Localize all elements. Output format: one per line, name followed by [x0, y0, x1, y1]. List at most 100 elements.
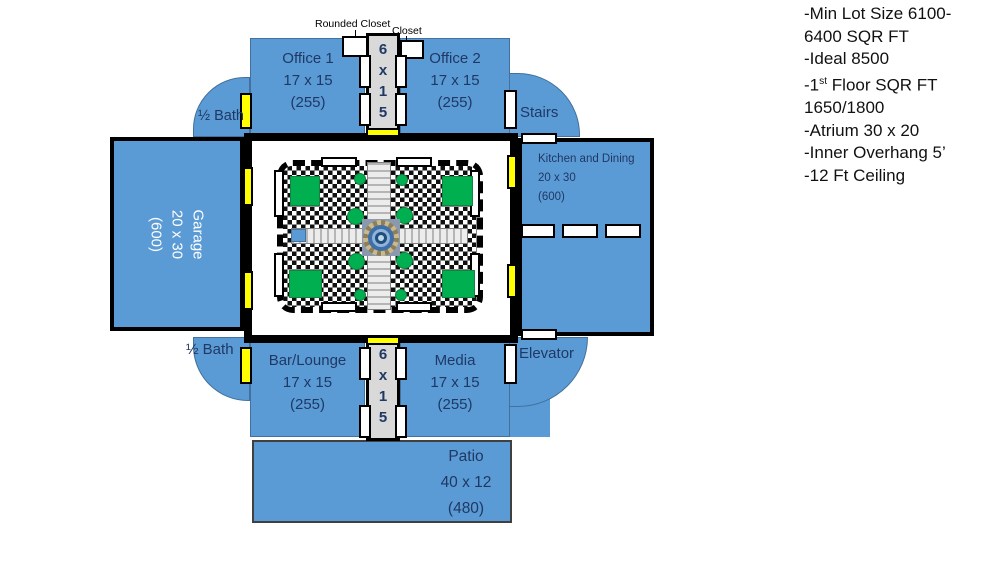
elevator-label: Elevator: [519, 345, 575, 362]
garden-bench: [274, 253, 284, 297]
hallway-bottom-char: 6: [378, 346, 388, 363]
office2-name: Office 2: [429, 50, 481, 67]
hallway-bottom-char: 1: [378, 388, 388, 405]
notes-block: -Min Lot Size 6100- 6400 SQR FT -Ideal 8…: [804, 3, 998, 187]
door-yellow: [366, 336, 400, 345]
door: [359, 93, 371, 126]
office2-label: Office 2 17 x 15 (255): [399, 48, 511, 114]
garden-tree: [348, 253, 365, 270]
hallway-top-char: x: [378, 62, 388, 79]
half-bath-bottom-label: ½ Bath: [186, 341, 234, 358]
elevator-door: [504, 344, 517, 384]
note-line: -Inner Overhang 5’: [804, 143, 946, 163]
office2-dims: 17 x 15: [430, 72, 480, 89]
note-line: 1650/1800: [804, 98, 885, 118]
garden-tree: [395, 289, 407, 301]
hallway-top-char: 5: [378, 104, 388, 121]
kitchen-name: Kitchen and Dining: [538, 153, 635, 165]
stairs-door: [504, 90, 517, 129]
garage-dims: 20 x 30: [168, 209, 186, 260]
door: [395, 55, 407, 88]
door-yellow: [243, 167, 253, 206]
hallway-top-char: 6: [378, 41, 388, 58]
garden-planter: [289, 270, 322, 298]
garden-bench: [274, 170, 284, 217]
patio-room: [252, 440, 512, 523]
door-yellow: [240, 347, 252, 384]
garden-bench: [321, 302, 357, 312]
garden-tree: [396, 207, 413, 224]
note-first-floor-pre: -1: [804, 75, 820, 95]
fountain-center: [378, 235, 384, 241]
garden-bench: [396, 302, 432, 312]
media-name: Media: [434, 352, 476, 369]
door-yellow: [507, 155, 517, 189]
office1-label: Office 1 17 x 15 (255): [252, 48, 364, 114]
stairs-label: Stairs: [520, 104, 559, 121]
kitchen-counter: [521, 224, 555, 238]
garden-planter: [442, 270, 475, 298]
patio-name: Patio: [448, 448, 484, 465]
door-yellow: [240, 93, 252, 129]
hallway-top-char: 1: [378, 83, 388, 100]
kitchen-dims: 20 x 30: [538, 172, 576, 184]
note-line: 6400 SQR FT: [804, 26, 909, 46]
garden-tree: [354, 173, 366, 185]
office2-area: (255): [437, 94, 473, 111]
half-bath-top-label: ½ Bath: [198, 108, 244, 124]
garage-area: (600): [147, 216, 165, 253]
garden-bench: [321, 157, 357, 167]
garage-name: Garage: [189, 209, 207, 260]
garden-planter: [290, 176, 320, 206]
kitchen-counter: [562, 224, 598, 238]
walkway-blue-mat: [291, 229, 306, 242]
garden-tree: [396, 252, 413, 269]
garage-label: Garage 20 x 30 (600): [146, 175, 209, 295]
note-first-floor-post: Floor SQR FT: [827, 75, 938, 95]
patio-area: (480): [447, 500, 485, 517]
note-line-first-floor: -1st Floor SQR FT: [804, 71, 998, 97]
door: [359, 347, 371, 380]
office1-area: (255): [290, 94, 326, 111]
note-line: -12 Ft Ceiling: [804, 165, 906, 185]
rounded-closet-box: [342, 36, 368, 57]
garden-bench: [396, 157, 432, 167]
garage-room: [110, 137, 244, 331]
kitchen-label: Kitchen and Dining 20 x 30 (600): [538, 150, 635, 207]
media-label: Media 17 x 15 (255): [398, 350, 512, 416]
kitchen-counter: [605, 224, 641, 238]
door: [395, 93, 407, 126]
hallway-bottom-shaft: 6 x 1 5: [366, 336, 400, 441]
note-line: -Min Lot Size 6100-: [804, 4, 952, 23]
door-yellow: [366, 128, 400, 137]
bar-lounge-label: Bar/Lounge 17 x 15 (255): [250, 350, 365, 416]
garden-tree: [354, 289, 366, 301]
bar-lounge-dims: 17 x 15: [282, 374, 333, 391]
patio-label: Patio 40 x 12 (480): [405, 444, 527, 522]
kitchen-door-top: [521, 133, 557, 144]
door: [395, 405, 407, 438]
bar-lounge-area: (255): [289, 396, 326, 413]
door-yellow: [243, 271, 253, 310]
door: [359, 55, 371, 88]
patio-dims: 40 x 12: [440, 474, 492, 491]
closet-label: Closet: [392, 25, 422, 37]
note-line: -Atrium 30 x 20: [804, 120, 920, 140]
garden-tree: [396, 174, 408, 186]
note-first-floor-sup: st: [819, 75, 828, 87]
garden-planter: [442, 176, 473, 206]
media-dims: 17 x 15: [430, 374, 480, 391]
hallway-bottom-char: 5: [378, 409, 388, 426]
media-area: (255): [437, 396, 473, 413]
garden-tree: [347, 208, 364, 225]
closet-leader-line: [406, 36, 407, 40]
office1-dims: 17 x 15: [283, 72, 333, 89]
note-line: -Ideal 8500: [804, 49, 890, 69]
rounded-closet-label: Rounded Closet: [315, 18, 391, 30]
door: [395, 347, 407, 380]
hallway-bottom-char: x: [378, 367, 388, 384]
bar-lounge-name: Bar/Lounge: [268, 352, 347, 369]
kitchen-area: (600): [538, 191, 565, 203]
kitchen-door-bottom: [521, 329, 557, 340]
